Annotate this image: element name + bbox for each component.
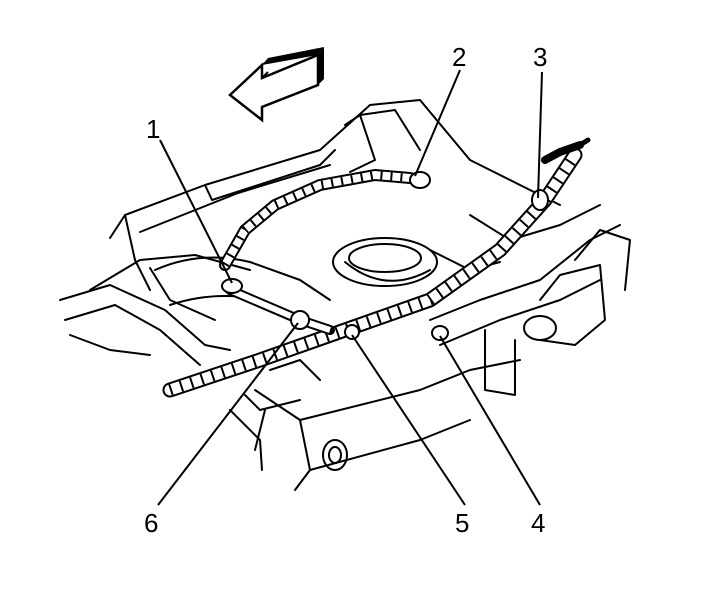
clip-1 bbox=[221, 278, 243, 294]
callout-5: 5 bbox=[455, 508, 469, 538]
callout-3: 3 bbox=[533, 42, 547, 72]
clip-5 bbox=[344, 324, 360, 340]
clip-2 bbox=[409, 171, 431, 189]
callout-6: 6 bbox=[144, 508, 158, 538]
callout-1: 1 bbox=[146, 114, 160, 144]
callout-leaders bbox=[157, 69, 543, 506]
clip-6 bbox=[290, 310, 310, 330]
clip-4 bbox=[431, 325, 449, 341]
callout-2: 2 bbox=[452, 42, 466, 72]
vehicle-underbody bbox=[59, 99, 631, 491]
front-of-vehicle-arrow-icon bbox=[228, 47, 324, 123]
callout-4: 4 bbox=[531, 508, 545, 538]
clip-3 bbox=[531, 189, 549, 211]
